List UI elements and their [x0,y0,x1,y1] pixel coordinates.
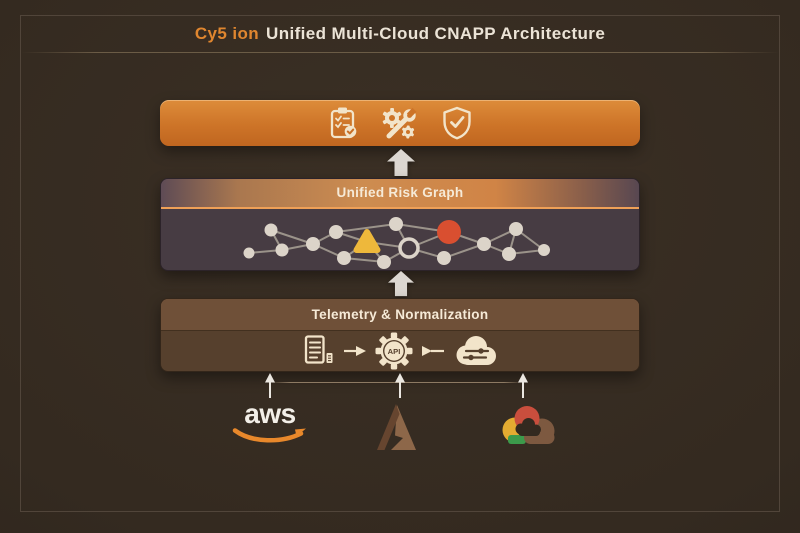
arrow-up-aws [265,373,275,398]
arrow-up-azure [395,373,405,398]
unified-risk-graph-layer: Unified Risk Graph [160,178,640,271]
aws-logo-text: aws [244,398,296,429]
tools-wrench-gear-icon [382,107,417,139]
title-separator [21,52,779,53]
gear-small [401,125,415,139]
wrench [386,107,417,139]
graph-node [502,247,516,261]
gcp-inner-cutout [515,418,541,436]
aws-logo: aws [231,400,309,452]
telemetry-icons: API [161,331,639,371]
graph-node [243,247,255,259]
graph-node [275,243,289,257]
graph-node [509,222,523,236]
telemetry-normalization-layer: Telemetry & Normalization [160,298,640,372]
graph-ring-node [398,237,420,259]
graph-alert-node [437,220,461,244]
graph-node [377,255,391,269]
graph-edge [335,223,397,233]
azure-logo [377,404,416,450]
aws-smile-icon [232,428,306,443]
graph-node [389,217,403,231]
graph-node [437,251,451,265]
brand-name: Cy5 ion [194,24,260,43]
graph-node [264,223,278,237]
arrow-up-gcp [518,373,528,398]
arrow-up-risk-to-policy [387,149,415,176]
cloud-settings-icon [456,336,496,365]
policy-remediation-layer [160,100,640,146]
graph-node [477,237,491,251]
graph-warning-node [353,229,381,253]
compliance-checklist-icon [330,107,357,139]
telemetry-header: Telemetry & Normalization [161,299,639,331]
graph-edge [270,229,314,245]
flow-arrow-right-icon [344,346,366,356]
api-gear-icon: API [375,332,413,370]
graph-edge [443,243,485,259]
document-icon [304,335,333,364]
page-title: Cy5 ion Unified Multi-Cloud CNAPP Archite… [20,15,780,52]
api-label: API [388,347,401,356]
google-cloud-logo [502,406,555,444]
title-text: Unified Multi-Cloud CNAPP Architecture [266,24,606,43]
arrow-up-telemetry-to-risk [388,271,414,297]
graph-node [337,251,351,265]
risk-graph-network [243,217,550,269]
risk-graph-header: Unified Risk Graph [161,179,639,209]
shield-check-icon [443,106,471,140]
graph-node [538,244,550,256]
flow-arrow-right-icon [422,346,444,356]
graph-node [306,237,320,251]
graph-node [329,225,343,239]
